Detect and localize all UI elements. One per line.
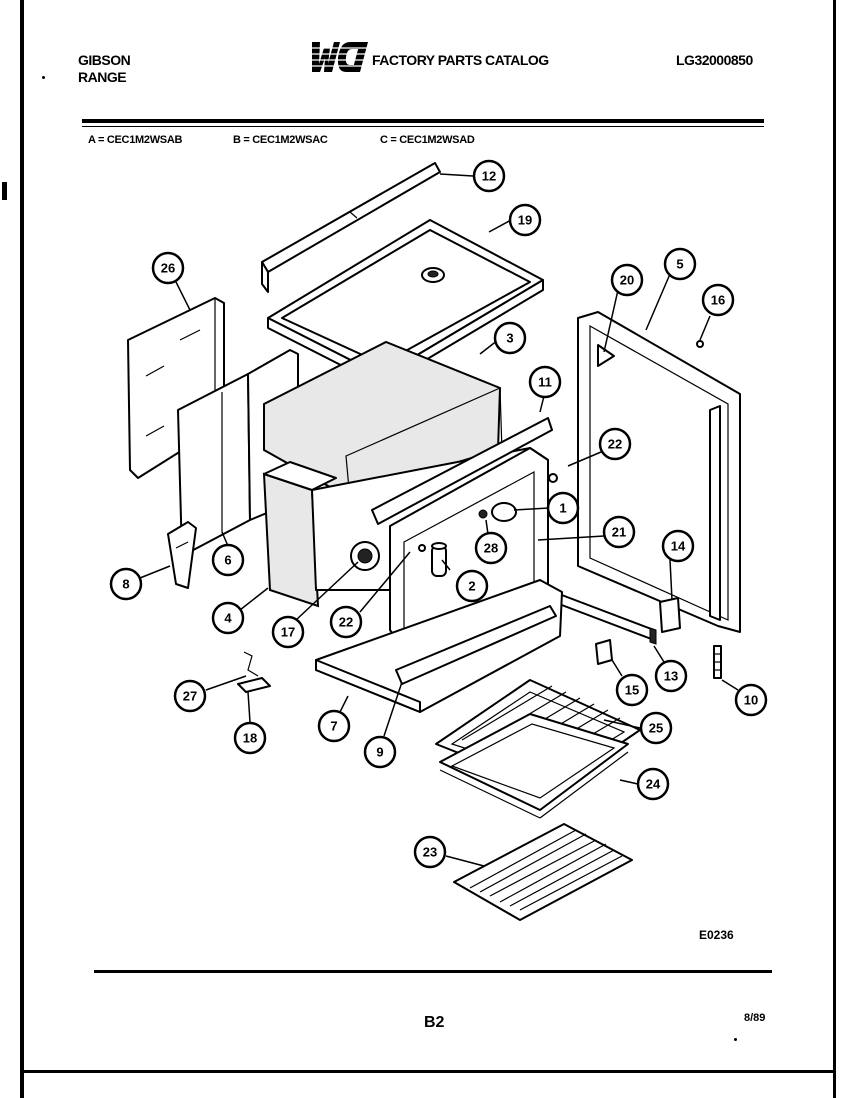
callout-5: 5 (663, 247, 697, 281)
header-rule-thin (82, 126, 764, 127)
callout-14: 14 (661, 529, 695, 563)
page-border-left (20, 0, 24, 1098)
svg-text:2: 2 (468, 579, 475, 594)
svg-text:15: 15 (625, 683, 639, 698)
svg-text:12: 12 (482, 169, 496, 184)
callout-9: 9 (363, 735, 397, 769)
scan-mark (2, 182, 7, 200)
svg-text:4: 4 (224, 611, 232, 626)
footer-rule (94, 970, 772, 973)
svg-text:5: 5 (676, 257, 683, 272)
callout-13: 13 (654, 659, 688, 693)
svg-text:26: 26 (161, 261, 175, 276)
part-screw (713, 645, 722, 679)
svg-text:22: 22 (608, 437, 622, 452)
callout-12: 12 (472, 159, 506, 193)
svg-text:18: 18 (243, 731, 257, 746)
part-oven-rack (453, 823, 633, 921)
callout-4: 4 (211, 601, 245, 635)
svg-text:24: 24 (646, 777, 661, 792)
figure-code: E0236 (699, 928, 734, 942)
part-side-insulation (262, 461, 337, 608)
callout-6: 6 (211, 543, 245, 577)
svg-text:21: 21 (612, 525, 626, 540)
svg-text:20: 20 (620, 273, 634, 288)
catalog-number: LG32000850 (676, 52, 753, 68)
part-side-panel (577, 311, 741, 633)
model-c: C = CEC1M2WSAD (380, 134, 475, 146)
callout-28: 28 (474, 531, 508, 565)
part-bottom-panel (315, 579, 563, 713)
svg-text:23: 23 (423, 845, 437, 860)
catalog-title: FACTORY PARTS CATALOG (372, 52, 549, 68)
callout-25: 25 (639, 711, 673, 745)
wci-logo (306, 42, 368, 72)
part-hinge (237, 651, 271, 693)
callout-20: 20 (610, 263, 644, 297)
page-border-right (833, 0, 836, 1098)
svg-text:25: 25 (649, 721, 663, 736)
callout-2: 2 (455, 569, 489, 603)
callout-10: 10 (734, 683, 768, 717)
svg-text:28: 28 (484, 541, 498, 556)
svg-text:17: 17 (281, 625, 295, 640)
callout-17: 17 (271, 615, 305, 649)
svg-text:22: 22 (339, 615, 353, 630)
callout-24: 24 (636, 767, 670, 801)
date-code: 8/89 (744, 1012, 766, 1024)
part-bracket (167, 521, 197, 589)
callout-21: 21 (602, 515, 636, 549)
brand-name: GIBSON (78, 52, 131, 68)
svg-text:8: 8 (122, 577, 129, 592)
svg-text:7: 7 (330, 719, 337, 734)
scan-speck (734, 1038, 737, 1041)
page-border-bottom (20, 1070, 836, 1073)
callout-11: 11 (528, 365, 562, 399)
svg-text:16: 16 (711, 293, 725, 308)
callout-7: 7 (317, 709, 351, 743)
page-number: B2 (424, 1014, 445, 1031)
scan-speck (42, 76, 45, 79)
brand-block: GIBSON RANGE (78, 52, 131, 86)
callout-16-top: 16 (701, 283, 735, 317)
svg-text:3: 3 (506, 331, 513, 346)
callout-3: 3 (493, 321, 527, 355)
svg-text:9: 9 (376, 745, 383, 760)
svg-text:11: 11 (538, 375, 552, 390)
svg-text:1: 1 (559, 501, 566, 516)
callout-18-bottom: 18 (233, 721, 267, 755)
svg-text:6: 6 (224, 553, 231, 568)
svg-text:27: 27 (183, 689, 197, 704)
callout-8: 8 (109, 567, 143, 601)
callout-1: 1 (546, 491, 580, 525)
model-b: B = CEC1M2WSAC (233, 134, 328, 146)
callout-27: 27 (173, 679, 207, 713)
svg-text:10: 10 (744, 693, 758, 708)
callout-23: 23 (413, 835, 447, 869)
leader-lines (139, 173, 739, 867)
callout-22-left: 22 (329, 605, 363, 639)
product-type: RANGE (78, 69, 127, 85)
part-broiler-pan (439, 713, 629, 819)
svg-text:13: 13 (664, 669, 678, 684)
svg-text:19: 19 (518, 213, 532, 228)
model-a: A = CEC1M2WSAB (88, 134, 183, 146)
callout-15: 15 (615, 673, 649, 707)
svg-text:14: 14 (671, 539, 686, 554)
callout-22-right: 22 (598, 427, 632, 461)
callout-19: 19 (508, 203, 542, 237)
header-rule (82, 119, 764, 123)
callout-26: 26 (151, 251, 185, 285)
part-top-trim (261, 162, 441, 293)
